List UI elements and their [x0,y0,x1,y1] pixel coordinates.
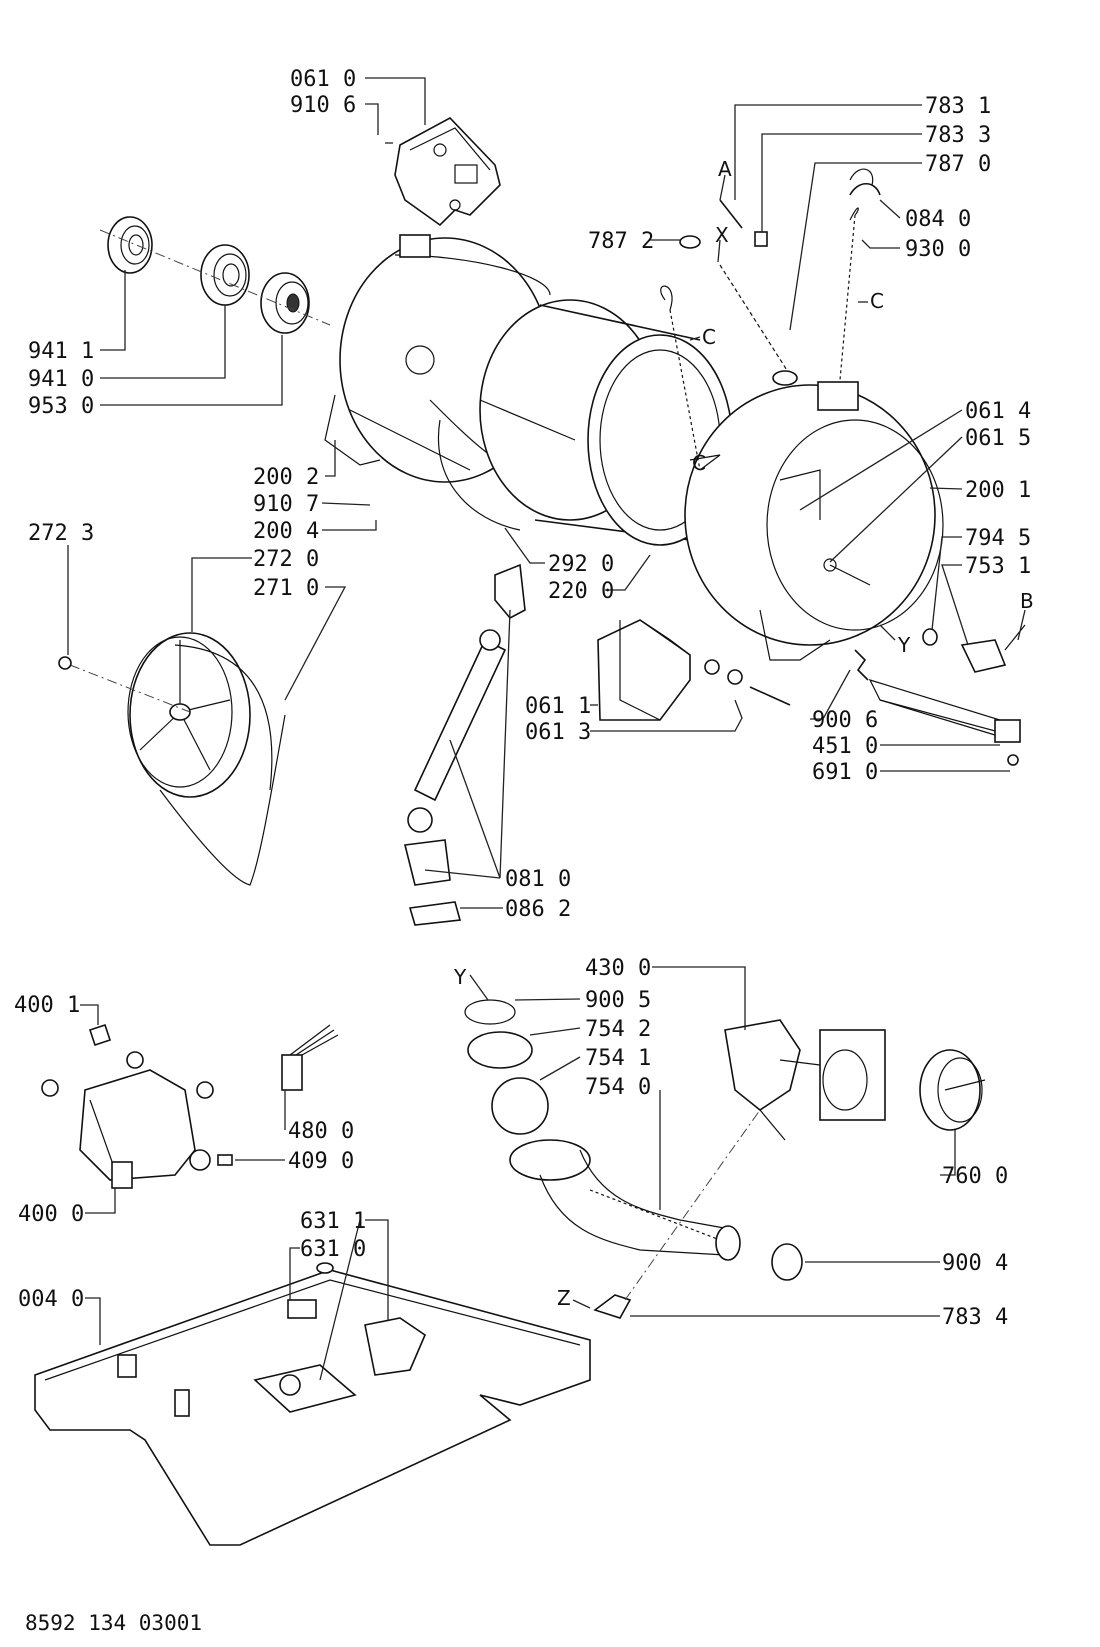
hose-clamp-787-2 [679,235,701,249]
reference-letter: B [1020,589,1034,613]
drum-pulley-part [127,632,273,798]
ntc-sensor-691-0 [1007,754,1019,766]
part-label: 953 0 [28,394,94,419]
pressure-switch-connector-783-3 [754,231,768,247]
reference-letter: C [702,325,716,349]
part-number-labels: 061 0 910 6 783 1 783 3 787 0 084 0 787 … [14,67,1031,1330]
part-label: 430 0 [585,956,651,981]
part-label: 200 4 [253,519,319,544]
part-label: 400 1 [14,993,80,1018]
heating-element-part [868,679,1021,743]
drain-tube-783-4 [593,1294,632,1319]
sump-hose-part [509,1139,741,1261]
bearing-941-0 [200,244,250,306]
part-label: 220 0 [548,579,614,604]
pump-filter-part [919,1049,986,1131]
part-label: 691 0 [812,760,878,785]
part-label: 787 0 [925,152,991,177]
suspension-spring-left [660,285,721,471]
part-label: 900 5 [585,988,651,1013]
carbon-brush-409-0 [217,1154,233,1166]
heater-bracket-900-6 [854,649,869,681]
part-label: 754 0 [585,1075,651,1100]
part-label: 271 0 [253,576,319,601]
part-label: 941 0 [28,367,94,392]
shock-absorber-part [404,563,526,886]
part-label: 941 1 [28,339,94,364]
grommet-794-5 [922,628,938,646]
part-label: 272 3 [28,521,94,546]
shock-absorber-clip-086-2 [408,901,462,926]
motor-support-bracket-part [385,117,501,227]
part-label: 930 0 [905,237,971,262]
part-label: 760 0 [942,1164,1008,1189]
shaft-seal-953-0 [260,272,310,334]
part-label: 783 1 [925,94,991,119]
reference-letter: Y [453,965,467,989]
reference-letter: C [870,289,884,313]
sensor-631-1 [364,1317,426,1376]
part-label: 783 3 [925,123,991,148]
part-label: 061 1 [525,694,591,719]
part-label: 631 1 [300,1209,366,1234]
part-label: 910 6 [290,93,356,118]
part-label: 754 2 [585,1017,651,1042]
thermostat-753-1 [960,639,1007,673]
motor-part [41,1051,214,1189]
reference-letter: Y [897,633,911,657]
reference-letter: Z [557,1286,571,1310]
part-label: 400 0 [18,1202,84,1227]
part-label: 081 0 [505,867,571,892]
sensor-631-0 [287,1299,317,1319]
base-plate-part [34,1262,591,1546]
part-label: 900 4 [942,1251,1008,1276]
part-label: 794 5 [965,526,1031,551]
wiring-connector-part [281,1024,339,1091]
bearing-941-1 [107,216,153,274]
drain-pump-part [724,1019,886,1141]
part-label: 061 5 [965,426,1031,451]
document-code-footer: 8592 134 03001 [25,1611,202,1635]
reference-letter: C [692,451,706,475]
part-label: 086 2 [505,897,571,922]
reference-letters: A X C C C Y B Y Z [453,157,1034,1310]
valve-seal-754-2 [467,1031,533,1069]
part-label: 272 0 [253,547,319,572]
part-label: 061 0 [290,67,356,92]
reference-letter: A [718,157,732,181]
part-label: 754 1 [585,1046,651,1071]
part-label: 004 0 [18,1287,84,1312]
part-label: 061 4 [965,399,1031,424]
part-label: 631 0 [300,1237,366,1262]
front-tub-half-part [684,381,944,661]
part-label: 292 0 [548,552,614,577]
counterweight-part [597,619,691,721]
float-ball-754-1 [491,1077,549,1135]
reference-letter: X [715,223,729,247]
part-label: 200 2 [253,465,319,490]
suspension-spring-930-0 [839,168,874,381]
pressure-tube-783-1 [719,199,743,229]
part-label: 910 7 [253,492,319,517]
part-label: 783 4 [942,1305,1008,1330]
pulley-nut-272-3 [58,656,72,670]
spring-hook-084-0 [849,182,881,196]
part-label: 900 6 [812,708,878,733]
counterweight-bolt-set [704,659,791,706]
drive-belt-part [159,714,286,886]
tub-seal-ring [437,419,521,531]
part-label: 084 0 [905,207,971,232]
part-label: 480 0 [288,1119,354,1144]
part-label: 787 2 [588,229,654,254]
air-chamber-hose-part [719,264,798,386]
part-label: 409 0 [288,1149,354,1174]
clamp-900-5 [464,999,516,1025]
part-label: 753 1 [965,554,1031,579]
part-label: 200 1 [965,478,1031,503]
motor-screw-400-1 [88,1023,112,1047]
part-label: 061 3 [525,720,591,745]
hose-clamp-900-4 [771,1243,803,1281]
part-label: 451 0 [812,734,878,759]
